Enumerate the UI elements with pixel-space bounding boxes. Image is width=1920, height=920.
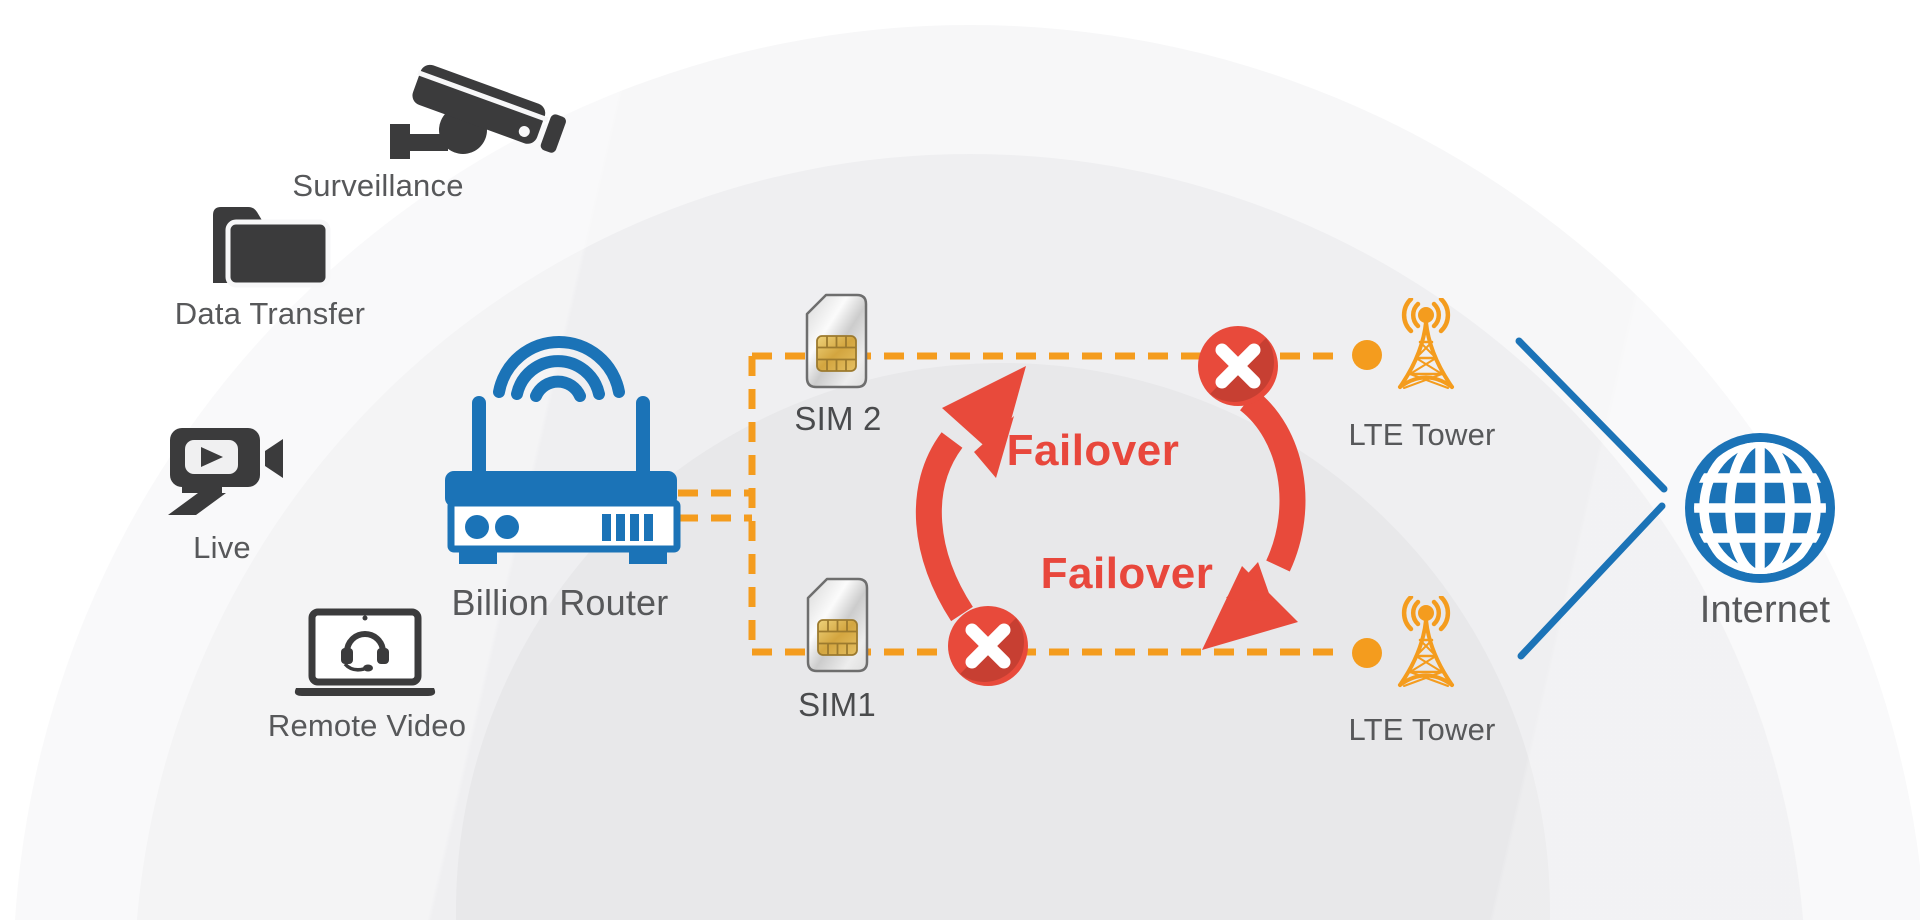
sim2-card-icon xyxy=(805,293,868,389)
video-camera-icon xyxy=(168,428,283,515)
lte-tower-top-icon xyxy=(1400,299,1452,388)
lte-tower-top-label: LTE Tower xyxy=(1348,417,1496,452)
sim1-card-icon xyxy=(806,577,869,673)
router-label: Billion Router xyxy=(451,582,669,623)
remote-video-laptop-icon xyxy=(294,608,436,696)
bottom-tower-internet-line xyxy=(1517,502,1666,660)
lte-tower-bottom-label: LTE Tower xyxy=(1348,712,1496,747)
sim2-link-error-icon xyxy=(1198,326,1278,406)
router-antenna-left xyxy=(472,396,486,480)
top-tower-internet-line xyxy=(1515,337,1668,493)
sim2-label: SIM 2 xyxy=(794,400,882,437)
dashed-connections xyxy=(678,352,1344,656)
live-label: Live xyxy=(193,530,251,565)
lte-tower-bottom-icon xyxy=(1400,597,1452,686)
wifi-icon xyxy=(493,336,625,402)
failover-up-arrow xyxy=(915,366,1026,622)
sim1-link-error-icon xyxy=(948,606,1028,686)
headset-icon xyxy=(341,631,389,672)
sim1-label: SIM1 xyxy=(798,686,876,723)
data-transfer-label: Data Transfer xyxy=(174,296,366,331)
router-icon xyxy=(445,336,681,564)
sim2-line-endpoint-dot xyxy=(1352,340,1382,370)
internet-label: Internet xyxy=(1699,589,1831,631)
remote-video-label: Remote Video xyxy=(267,708,467,743)
internet-globe-icon xyxy=(1685,433,1835,583)
surveillance-label: Surveillance xyxy=(292,168,464,203)
tower-internet-links xyxy=(1515,337,1668,660)
folder-icon xyxy=(213,207,331,288)
failover-bottom-label: Failover xyxy=(1040,549,1214,598)
surveillance-camera-icon xyxy=(390,64,566,159)
router-antenna-right xyxy=(636,396,650,480)
failover-top-label: Failover xyxy=(1006,426,1180,475)
failover-down-arrow xyxy=(1202,389,1306,650)
sim1-line-endpoint-dot xyxy=(1352,638,1382,668)
